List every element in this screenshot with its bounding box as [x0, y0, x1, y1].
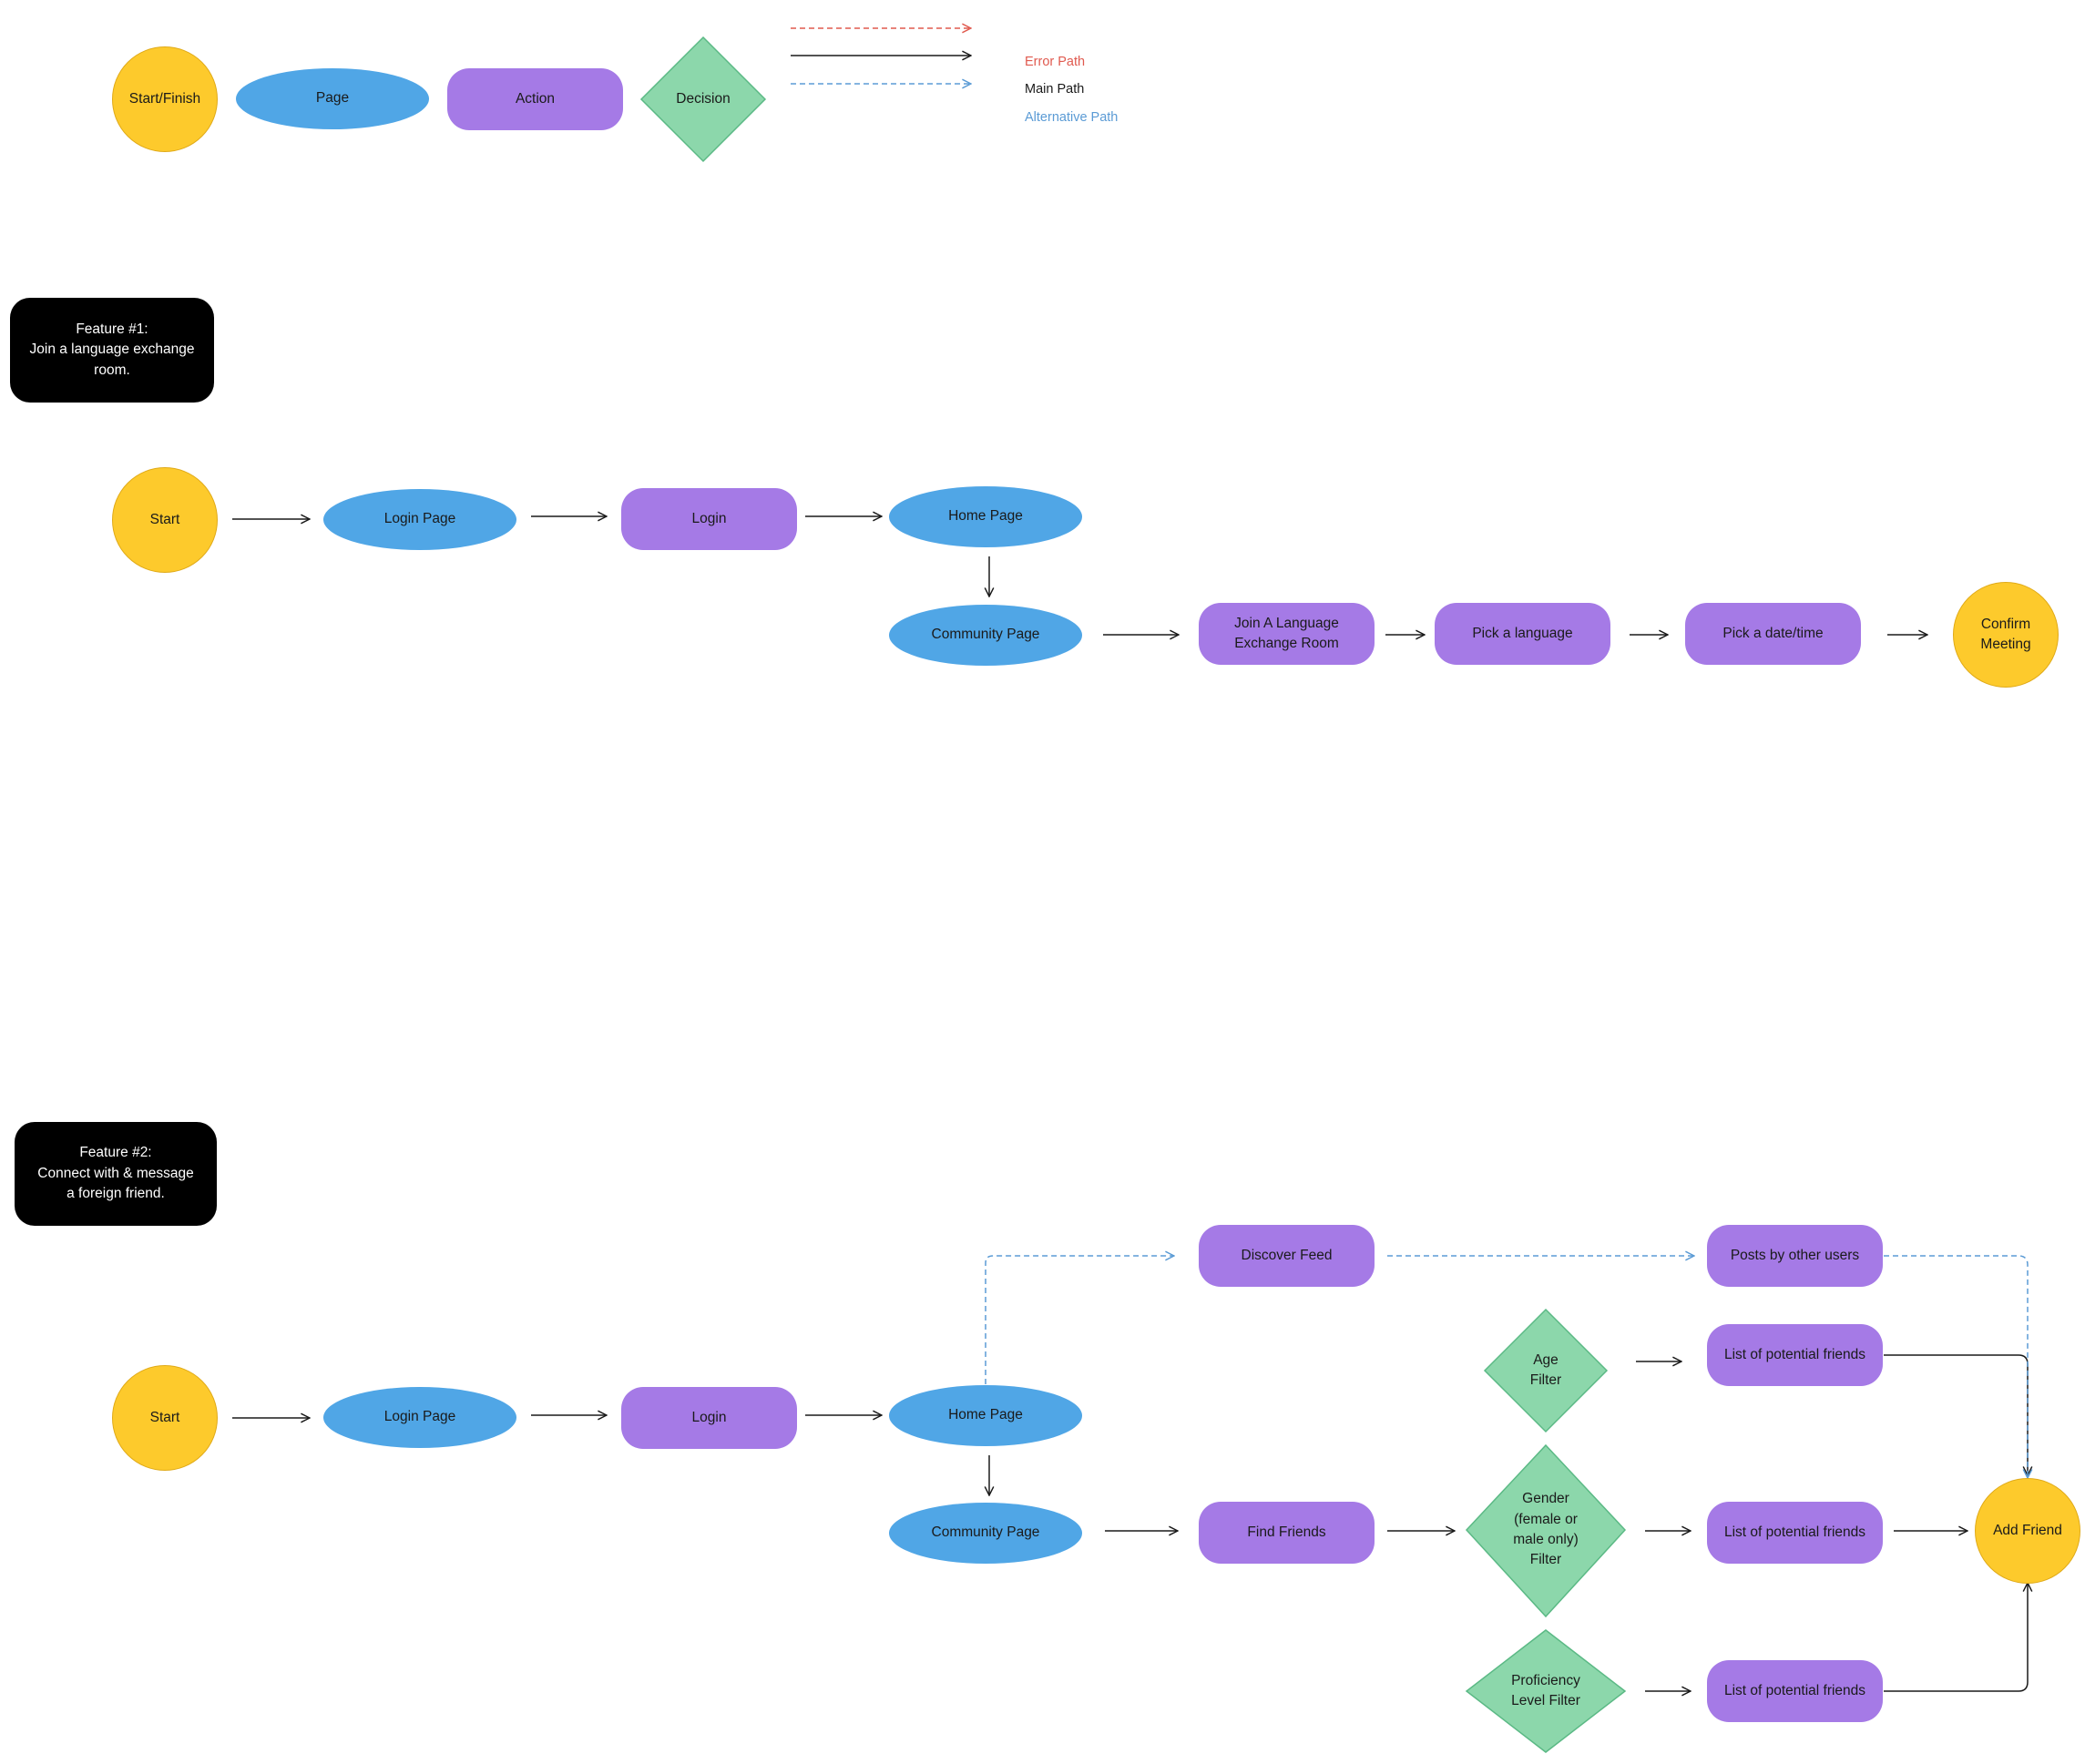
f2-posts-by-other-users: Posts by other users: [1707, 1225, 1883, 1287]
f2-community-page-label: Community Page: [931, 1524, 1040, 1541]
legend-main-path-text: Main Path: [1025, 82, 1085, 97]
f2-login-label: Login: [691, 1409, 727, 1425]
f1-community-page-label: Community Page: [931, 627, 1040, 643]
feature2-connectors: [232, 1354, 2028, 1691]
f2-list-proficiency-label: List of potential friends: [1723, 1682, 1866, 1698]
legend-error-path-text: Error Path: [1025, 55, 1086, 69]
f2-list-potential-friends-proficiency: List of potential friends: [1707, 1660, 1883, 1722]
f2-proficiency-filter-label: Proficiency Level Filter: [1511, 1672, 1580, 1708]
legend-decision-diamond: [639, 36, 767, 163]
f2-login-page-label: Login Page: [383, 1409, 456, 1425]
f1-join-room-label: Join A Language Exchange Room: [1234, 615, 1339, 651]
f1-home-page: Home Page: [889, 486, 1082, 547]
f1-community-page: Community Page: [889, 605, 1082, 666]
legend-action: Action: [447, 68, 623, 130]
f2-gender-filter-label: Gender (female or male only) Filter: [1513, 1491, 1579, 1568]
f2-home-page-label: Home Page: [948, 1407, 1023, 1423]
feature1-connectors: [232, 516, 1927, 635]
gender-filter-diamond: [1465, 1443, 1627, 1618]
f2-home-page: Home Page: [889, 1385, 1082, 1446]
f1-confirm-meeting-label: Confirm Meeting: [1980, 616, 2031, 652]
f1-start: Start: [112, 467, 218, 573]
f2-list-potential-friends-gender: List of potential friends: [1707, 1502, 1883, 1564]
f1-login-label: Login: [691, 510, 727, 526]
f2-login-page: Login Page: [323, 1387, 516, 1448]
f2-discover-feed: Discover Feed: [1199, 1225, 1375, 1287]
feature2-alternative-connectors: [985, 1256, 2028, 1478]
f1-pick-datetime-label: Pick a date/time: [1722, 625, 1824, 641]
f2-age-filter-label: Age Filter: [1529, 1351, 1562, 1388]
f2-login: Login: [621, 1387, 797, 1449]
f2-posts-by-other-users-label: Posts by other users: [1730, 1247, 1860, 1263]
f2-list-potential-friends-age: List of potential friends: [1707, 1324, 1883, 1386]
f1-join-room: Join A Language Exchange Room: [1199, 603, 1375, 665]
f2-community-page: Community Page: [889, 1503, 1082, 1564]
f2-start: Start: [112, 1365, 218, 1471]
proficiency-filter-diamond: [1465, 1629, 1627, 1753]
feature2-title: Feature #2: Connect with & message a for…: [15, 1122, 217, 1226]
f2-find-friends-label: Find Friends: [1247, 1524, 1326, 1540]
f2-add-friend-label: Add Friend: [1993, 1522, 2062, 1538]
legend-action-label: Action: [515, 90, 556, 107]
f1-start-label: Start: [149, 511, 180, 527]
f2-list-age-label: List of potential friends: [1723, 1346, 1866, 1362]
f1-confirm-meeting: Confirm Meeting: [1953, 582, 2059, 688]
legend-decision-label: Decision: [676, 90, 731, 107]
f1-home-page-label: Home Page: [948, 508, 1023, 525]
age-filter-diamond: [1483, 1308, 1609, 1433]
f2-list-gender-label: List of potential friends: [1723, 1524, 1866, 1540]
f1-login-page: Login Page: [323, 489, 516, 550]
f2-find-friends: Find Friends: [1199, 1502, 1375, 1564]
f1-pick-language: Pick a language: [1435, 603, 1610, 665]
legend-page-label: Page: [315, 90, 350, 107]
f1-pick-language-label: Pick a language: [1472, 625, 1573, 641]
f2-add-friend: Add Friend: [1975, 1478, 2080, 1584]
f1-pick-datetime: Pick a date/time: [1685, 603, 1861, 665]
f2-start-label: Start: [149, 1409, 180, 1425]
f1-login-page-label: Login Page: [383, 511, 456, 527]
feature1-title: Feature #1: Join a language exchange roo…: [10, 298, 214, 403]
f2-discover-feed-label: Discover Feed: [1241, 1247, 1333, 1263]
legend-start-finish: Start/Finish: [112, 46, 218, 152]
legend-start-finish-label: Start/Finish: [128, 90, 201, 107]
f1-login: Login: [621, 488, 797, 550]
legend-alternative-path-text: Alternative Path: [1025, 110, 1119, 125]
legend-page: Page: [236, 68, 429, 129]
